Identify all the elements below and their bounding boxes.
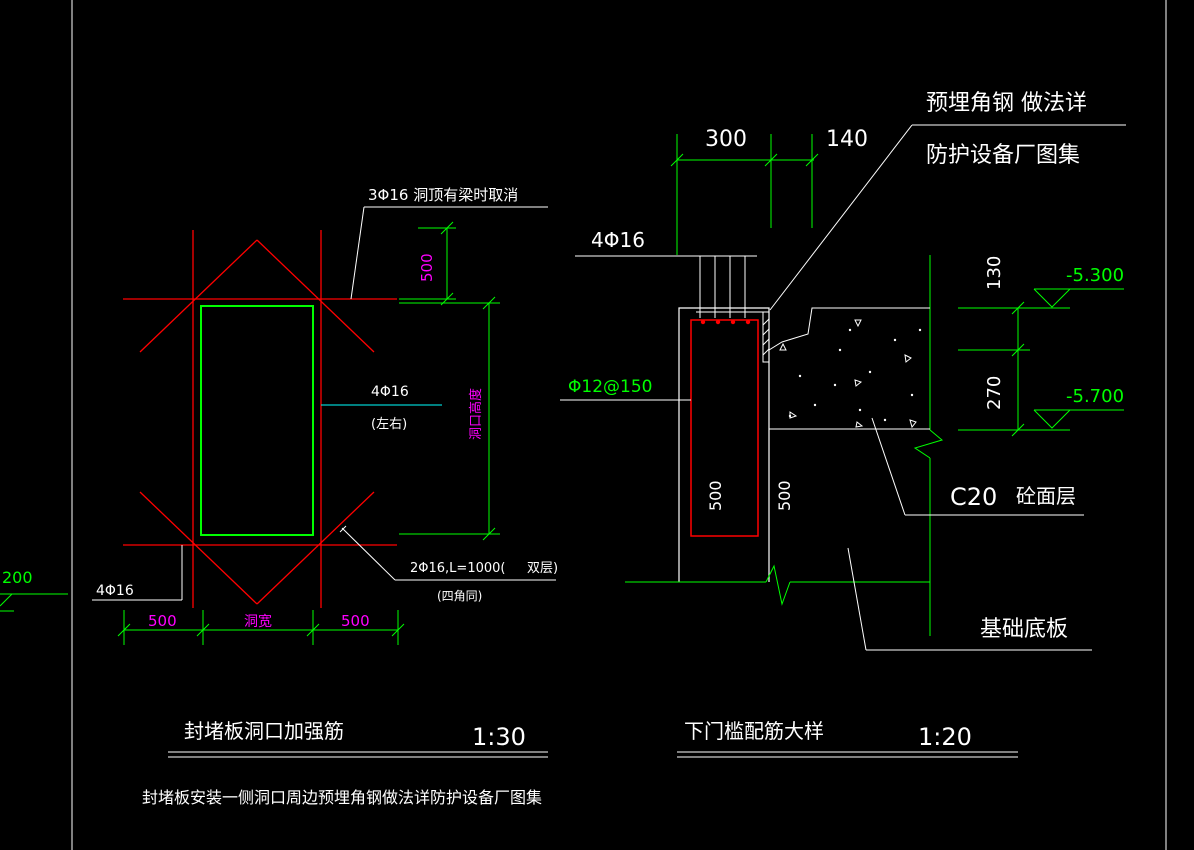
dim-140: 140 [826,127,868,152]
inner-500-b: 500 [775,480,794,511]
elev-bottom-marker [1033,409,1124,429]
side-bars-text: 4Φ16 [371,384,409,400]
diag-bars-text: 2Φ16,L=1000( [410,561,505,576]
dim-opening-width: 洞宽 [244,613,272,630]
diag-bars-leader [341,527,396,581]
base-slab-text: 基础底板 [980,617,1068,642]
elev-top-marker [1033,288,1124,308]
dim-top-500-text: 500 [418,253,436,282]
stirrup-cage [690,319,759,537]
stirrups-text: Φ12@150 [568,377,652,397]
diag-bar-tl [139,239,258,353]
topping-top [768,307,930,351]
c20-leader [871,417,906,516]
right-title: 下门槛配筋大样 [684,719,824,743]
dim-130-270 [958,301,1070,437]
bottom-bars-text: 4Φ16 [96,583,134,599]
edge-fragment-mark [0,593,13,607]
diag-bars-layer: 双层) [527,561,558,576]
right-scale: 1:20 [918,723,972,751]
c20-layer-text: 砼面层 [1016,484,1076,508]
side-bars-note: (左右) [371,417,407,432]
c20-text: C20 [950,483,997,511]
opening-outline [200,305,314,536]
dim-right-500: 500 [341,612,370,630]
inner-500-a: 500 [706,480,725,511]
threshold-reinforcement-detail: 4Φ16 Φ12@150 500 500 300 140 预埋角钢 做法详 防护… [560,91,1126,758]
base-slab-leader [847,547,867,651]
top-bar-dots [700,319,751,325]
threshold-outline [678,307,770,582]
dim-left-500: 500 [148,612,177,630]
dim-270: 270 [984,376,1005,410]
edge-fragment-text: 200 [2,568,33,587]
concrete-hatch [788,328,922,422]
boundary-break [913,429,944,459]
elev-top-text: -5.300 [1066,265,1124,286]
dim-130: 130 [984,256,1005,290]
dim-opening-height-text: 洞口高度 [468,388,484,440]
top-callout-text: 3Φ16 洞顶有梁时取消 [368,186,518,204]
elev-bottom-text: -5.700 [1066,386,1124,407]
dim-300: 300 [705,127,747,152]
diag-bars-tick [339,525,347,533]
left-title: 封堵板洞口加强筋 [184,719,344,743]
left-note: 封堵板安装一侧洞口周边预埋角钢做法详防护设备厂图集 [142,788,542,807]
diag-bar-br [256,491,375,605]
dim-opening-height [399,296,500,541]
angle-note-leader [769,124,913,311]
ground-break [765,564,791,606]
angle-note-2: 防护设备厂图集 [926,143,1080,168]
angle-note-1: 预埋角钢 做法详 [926,91,1087,116]
top-bars-text: 4Φ16 [591,228,645,252]
reinforcement-bars [123,230,397,608]
diag-bars-note: (四角同) [437,589,482,603]
top-callout-leader [350,206,365,300]
left-scale: 1:30 [472,723,526,751]
concrete-triangles [779,319,917,429]
diag-bar-tr [256,239,375,353]
dim-300-140 [670,134,819,255]
opening-reinforcement-detail: 3Φ16 洞顶有梁时取消 500 洞口高度 4Φ16 (左右) 2Φ16,L=1… [92,186,558,807]
diag-bar-bl [139,491,258,605]
dim-bottom [117,610,405,645]
